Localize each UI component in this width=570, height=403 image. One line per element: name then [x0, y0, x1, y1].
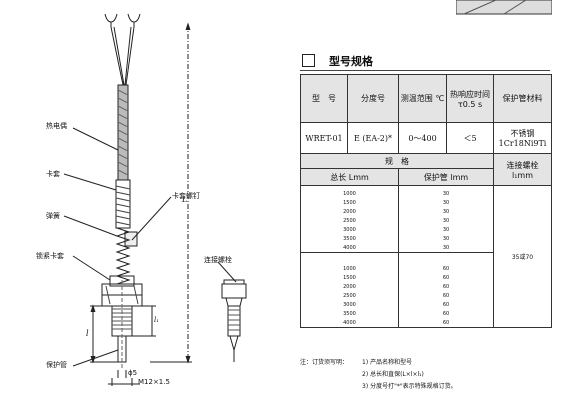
- fork-terminal-right: [127, 13, 141, 23]
- cell-tube-length: 30: [398, 216, 494, 225]
- spec-table: 型 号 分度号 测温范围 ℃ 热响应时间 τ0.5 s 保护管材料 WRET-0…: [300, 74, 552, 328]
- connector-bolt-detail: [221, 279, 247, 362]
- row-gap: [300, 252, 552, 261]
- title-rule: [300, 70, 550, 71]
- square-icon: [302, 54, 315, 67]
- cell-tube-length: 60: [398, 300, 494, 309]
- cell-total-length: 2000: [300, 282, 399, 291]
- dim-diameter: ϕ5: [128, 369, 138, 377]
- cell-total-length: 2500: [300, 291, 399, 300]
- section-title: 型号规格: [302, 53, 373, 69]
- cell-response: ＜5: [446, 122, 494, 154]
- cell-model: WRET-01: [300, 122, 348, 154]
- cell-tube-length: 30: [398, 185, 494, 198]
- thermocouple-drawing: [63, 13, 247, 386]
- cell-total-length: 4000: [300, 243, 399, 253]
- cell-tube-length: 60: [398, 291, 494, 300]
- cell-total-length: 3500: [300, 234, 399, 243]
- dim-l1: l₁: [154, 316, 160, 324]
- cell-tube-length: 60: [398, 261, 494, 273]
- label-ferrule-nut: 卡套螺钉: [172, 192, 200, 200]
- cell-tube-length: 60: [398, 282, 494, 291]
- note-item: 3) 分度号打"*"表示特殊规格订货。: [362, 383, 457, 390]
- cell-total-length: 1500: [300, 198, 399, 207]
- notes-head: 注：订货须写明：: [300, 359, 349, 366]
- cell-grade: E (EA-2)*: [347, 122, 399, 154]
- corner-fragment: [456, 0, 552, 15]
- header-total-length: 总长 Lmm: [300, 168, 399, 186]
- dim-thread: M12×1.5: [138, 378, 170, 386]
- cell-tube-length: 60: [398, 309, 494, 318]
- lead-wires: [110, 26, 135, 86]
- header-material: 保护管材料: [493, 74, 552, 123]
- header-response: 热响应时间 τ0.5 s: [446, 74, 494, 123]
- cell-material: 不锈钢 1Cr18Ni9Ti: [493, 122, 552, 154]
- cell-tube-length: 60: [398, 318, 494, 328]
- note-item: 1) 产品名称和型号: [362, 359, 413, 366]
- cell-tube-length: 30: [398, 234, 494, 243]
- note-item: 2) 总长和直保(L×l×l₁): [362, 371, 424, 378]
- cell-total-length: 1500: [300, 273, 399, 282]
- cell-tube-length: 30: [398, 243, 494, 253]
- label-connector-bolt: 连接螺栓: [204, 256, 232, 264]
- dim-l: l: [86, 329, 89, 338]
- cell-total-length: 3000: [300, 300, 399, 309]
- cell-tube-length: 30: [398, 198, 494, 207]
- header-model: 型 号: [300, 74, 348, 123]
- label-thermocouple: 热电偶: [46, 122, 67, 130]
- spring: [115, 227, 131, 285]
- label-ferrule: 卡套: [46, 170, 60, 178]
- cell-tube-length: 60: [398, 273, 494, 282]
- header-grade: 分度号: [347, 74, 399, 123]
- model-row: WRET-01 E (EA-2)* 0～400 ＜5 不锈钢 1Cr18Ni9T…: [300, 122, 552, 154]
- header-range: 测温范围 ℃: [398, 74, 447, 123]
- cell-total-length: 2500: [300, 216, 399, 225]
- header-spec: 规 格: [300, 153, 494, 169]
- header-tube-length: 保护管 lmm: [398, 168, 494, 186]
- fork-terminal-left: [104, 13, 118, 23]
- cell-total-length: 3000: [300, 225, 399, 234]
- cell-total-length: 1000: [300, 261, 399, 273]
- cell-tube-length: 30: [398, 207, 494, 216]
- cell-total-length: 4000: [300, 318, 399, 328]
- label-lock-ferrule: 锁紧卡套: [36, 252, 64, 260]
- cell-total-length: 1000: [300, 185, 399, 198]
- cell-tube-length: 30: [398, 225, 494, 234]
- cell-total-length: 3500: [300, 309, 399, 318]
- cell-total-length: 2000: [300, 207, 399, 216]
- cell-range: 0～400: [398, 122, 447, 154]
- dim-L: L: [182, 195, 188, 204]
- table-header-row: 型 号 分度号 测温范围 ℃ 热响应时间 τ0.5 s 保护管材料: [300, 74, 552, 123]
- spec-column-row: 总长 Lmm 保护管 lmm: [300, 168, 552, 186]
- label-protection-tube: 保护管: [46, 361, 67, 369]
- label-spring: 弹簧: [46, 212, 60, 220]
- cell-connector-value: 35或70: [493, 185, 552, 328]
